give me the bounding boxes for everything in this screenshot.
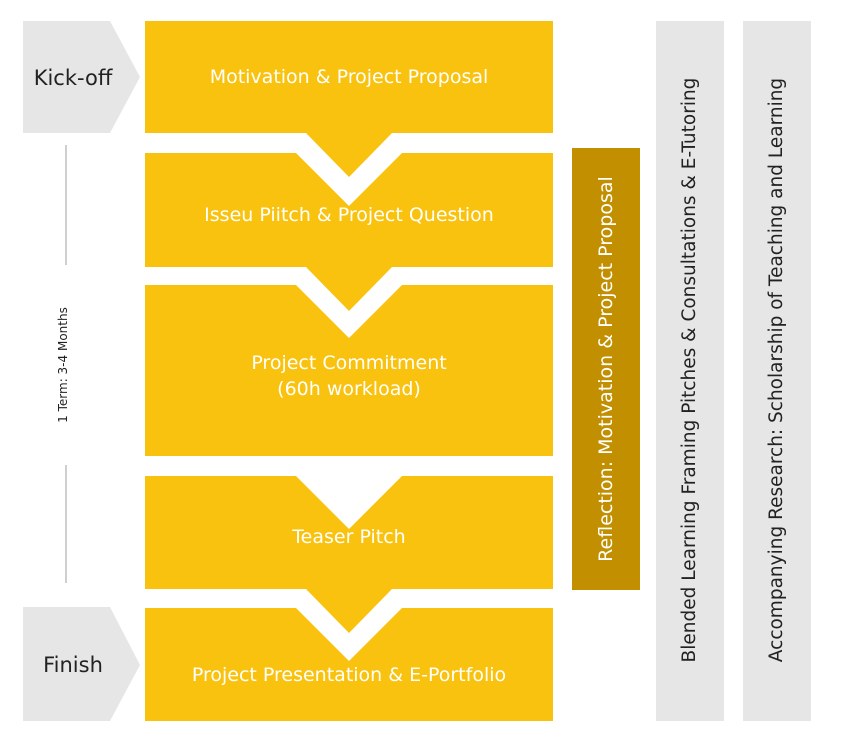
duration-label: 1 Term: 3-4 Months — [56, 265, 76, 465]
step-label-3-line2: (60h workload) — [277, 378, 421, 400]
finish-label: Finish — [43, 653, 103, 677]
step-label-2-line1: Isseu Piitch & Project Question — [204, 204, 494, 227]
step-label-4-line1: Teaser Pitch — [292, 526, 406, 549]
step-label-5-line1: Project Presentation & E-Portfolio — [191, 664, 507, 687]
step-box-2 — [145, 153, 553, 311]
step-box-5 — [145, 608, 553, 721]
reflection-bar — [572, 148, 640, 590]
step-label-1: Motivation & Project Proposal — [145, 40, 553, 116]
step-box-3 — [145, 285, 553, 456]
research-bar — [743, 21, 811, 721]
kickoff-marker — [23, 21, 140, 133]
step-label-2: Isseu Piitch & Project Question — [145, 196, 553, 236]
reflection-label: Reflection: Motivation & Project Proposa… — [595, 176, 617, 562]
step-label-4: Teaser Pitch — [145, 518, 553, 558]
step-label-3: Project Commitment (60h workload) — [145, 345, 553, 409]
step-label-5: Project Presentation & E-Portfolio — [145, 656, 553, 696]
finish-marker — [23, 607, 140, 721]
step-box-4 — [145, 476, 553, 633]
step-label-3-line1: Project Commitment — [251, 352, 447, 375]
step-box-1 — [145, 21, 553, 177]
kickoff-label: Kick-off — [33, 66, 113, 90]
research-label: Accompanying Research: Scholarship of Te… — [766, 77, 787, 663]
blended-bar — [656, 21, 724, 721]
blended-label: Blended Learning Framing Pitches & Consu… — [679, 77, 700, 663]
step-label-1-line1: Motivation & Project Proposal — [209, 66, 489, 89]
